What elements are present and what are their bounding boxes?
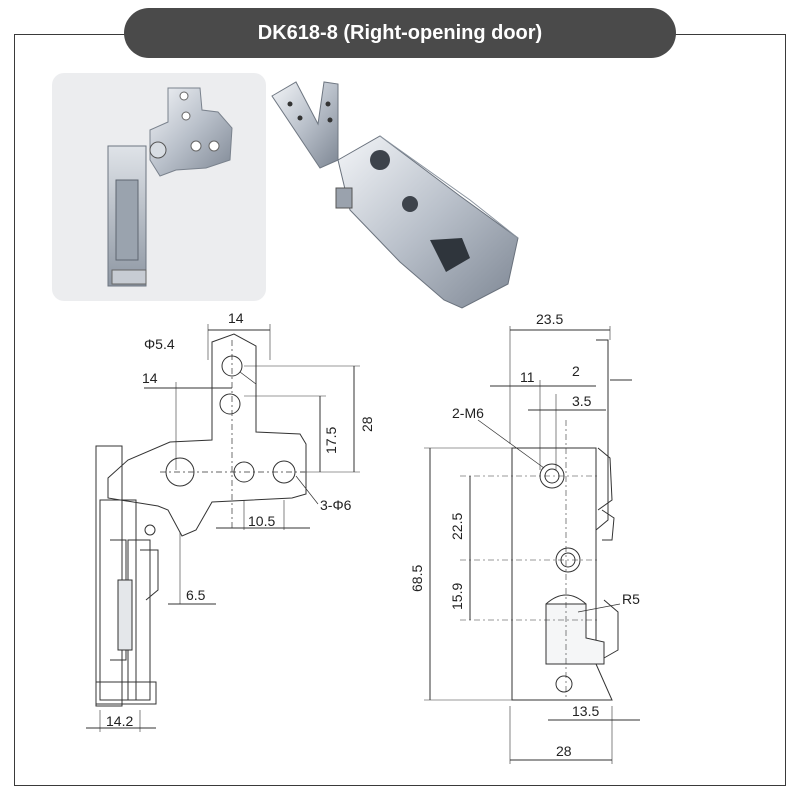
dim-68-5: 68.5 <box>409 565 425 592</box>
dim-left-offset: 14 <box>142 370 158 386</box>
left-view-drawing <box>86 324 360 732</box>
dim-13-5: 13.5 <box>572 703 599 719</box>
dim-three-holes: 3-Φ6 <box>320 497 352 513</box>
dim-22-5: 22.5 <box>449 513 465 540</box>
dim-28: 28 <box>556 743 572 759</box>
dim-hole-diameter: Φ5.4 <box>144 336 175 352</box>
dim-bottom-14-2: 14.2 <box>106 713 133 729</box>
dim-height-17-5: 17.5 <box>323 427 339 454</box>
dim-height-28: 28 <box>359 416 375 432</box>
dim-11: 11 <box>520 369 535 385</box>
dim-2: 2 <box>572 363 580 379</box>
dim-15-9: 15.9 <box>449 583 465 610</box>
dim-top-width: 14 <box>228 310 244 326</box>
dim-threads: 2-M6 <box>452 405 484 421</box>
product-photo-front <box>107 87 233 287</box>
dim-width-23-5: 23.5 <box>536 311 563 327</box>
dim-r5: R5 <box>622 591 640 607</box>
dim-side-6-5: 6.5 <box>186 587 206 603</box>
page-title: DK618-8 (Right-opening door) <box>124 8 676 58</box>
right-view-drawing <box>424 326 640 764</box>
product-photo-background <box>52 73 266 301</box>
product-photo-perspective <box>271 81 519 309</box>
dim-spacing-10-5: 10.5 <box>248 513 275 529</box>
dim-3-5: 3.5 <box>572 393 592 409</box>
